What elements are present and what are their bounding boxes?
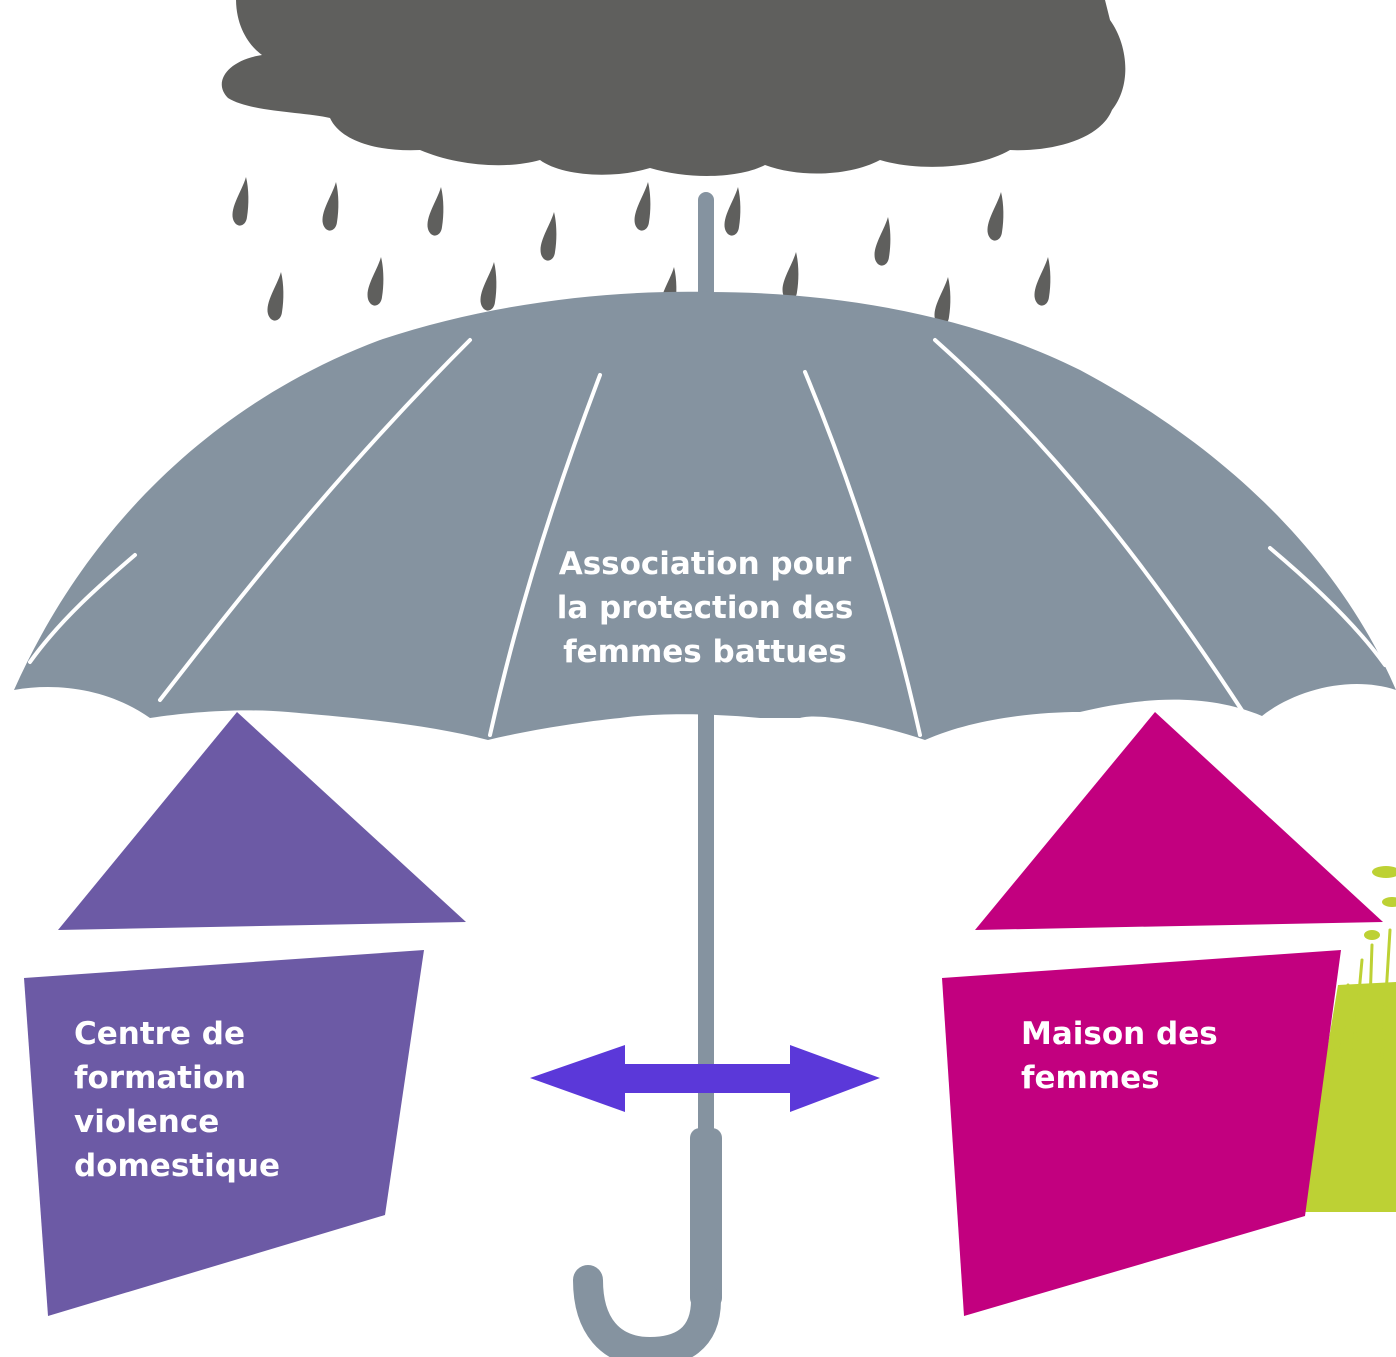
- raindrop-icon: [540, 212, 557, 261]
- raindrop-icon: [782, 252, 799, 301]
- left-house-label: Centre de formation violence domestique: [74, 1012, 280, 1188]
- umbrella-canopy: [14, 291, 1396, 740]
- left-house-label-line-2: formation: [74, 1060, 247, 1096]
- raindrop-icon: [480, 262, 497, 311]
- raindrop-icon: [427, 187, 444, 236]
- grass-patch: [1300, 866, 1396, 1212]
- left-house: [24, 712, 466, 1316]
- umbrella-label-line-3: femmes battues: [563, 634, 847, 670]
- raindrop-icon: [267, 272, 284, 321]
- left-house-label-line-3: violence: [74, 1104, 220, 1140]
- left-house-roof: [58, 712, 466, 930]
- right-house-body: [942, 950, 1341, 1316]
- raindrop-icon: [724, 187, 741, 236]
- right-house-label-line-2: femmes: [1021, 1060, 1160, 1096]
- raindrop-icon: [367, 257, 384, 306]
- right-house-roof: [975, 712, 1383, 930]
- raindrop-icon: [934, 277, 951, 326]
- double-arrow-icon: [530, 1045, 880, 1112]
- raindrop-icon: [634, 182, 651, 231]
- raindrop-icon: [987, 192, 1004, 241]
- umbrella-icon: [14, 291, 1396, 740]
- right-house-label: Maison des femmes: [1021, 1012, 1218, 1100]
- raindrop-icon: [232, 177, 249, 226]
- raindrop-icon: [874, 217, 891, 266]
- umbrella-label: Association pour la protection des femme…: [540, 542, 870, 674]
- left-house-body: [24, 950, 424, 1316]
- umbrella-label-line-2: la protection des: [556, 590, 854, 626]
- raindrop-icon: [1034, 257, 1051, 306]
- cloud-icon: [221, 0, 1126, 176]
- umbrella-tip: [698, 192, 714, 312]
- raindrop-icon: [322, 182, 339, 231]
- left-house-label-line-4: domestique: [74, 1148, 280, 1184]
- left-house-label-line-1: Centre de: [74, 1016, 245, 1052]
- right-house-label-line-1: Maison des: [1021, 1016, 1218, 1052]
- umbrella-label-line-1: Association pour: [558, 546, 852, 582]
- right-house: [942, 712, 1383, 1316]
- umbrella-handle: [573, 712, 722, 1357]
